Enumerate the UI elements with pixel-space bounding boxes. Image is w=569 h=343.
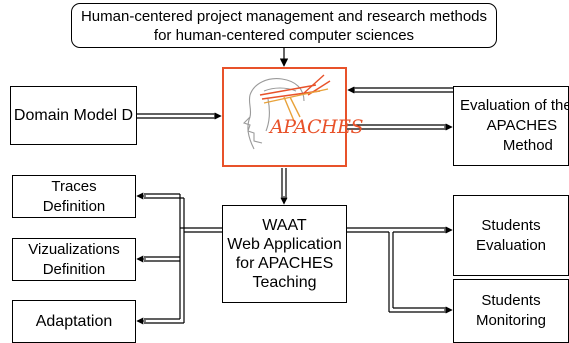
arrow-evaluation-to-apaches (347, 86, 453, 94)
methods-header-line1: Human-centered project management and re… (80, 7, 488, 25)
arrow-waat-to-definitions (136, 192, 222, 325)
students-evaluation-line2: Evaluation (475, 236, 547, 254)
students-monitoring-box: Students Monitoring (453, 279, 569, 343)
arrow-apaches-to-evaluation (347, 123, 453, 131)
evaluation-line2: APACHES (486, 117, 558, 134)
arrow-waat-to-students (347, 226, 453, 314)
evaluation-line3: Method (502, 137, 553, 154)
traces-definition-box: Traces Definition (12, 175, 136, 218)
waat-line3: for APACHES (235, 255, 334, 272)
waat-line1: WAAT (262, 217, 307, 234)
waat-box: WAAT Web Application for APACHES Teachin… (222, 205, 347, 303)
apaches-head-logo (242, 74, 331, 150)
apaches-logo-text: APACHES (270, 116, 363, 138)
traces-line1: Traces (51, 177, 97, 195)
students-evaluation-box: Students Evaluation (453, 195, 569, 276)
methods-header-box: Human-centered project management and re… (71, 3, 497, 48)
students-monitoring-line2: Monitoring (475, 312, 547, 329)
arrow-apaches-to-waat (280, 168, 288, 205)
arrow-domain-to-apaches (137, 112, 222, 120)
waat-line2: Web Application (227, 236, 342, 253)
methods-header-line2: for human-centered computer sciences (153, 26, 415, 44)
apaches-logo-box: APACHES (222, 67, 363, 167)
students-evaluation-line1: Students (481, 216, 541, 234)
vizualizations-line1: Vizualizations (28, 240, 120, 258)
adaptation-box: Adaptation (12, 300, 136, 343)
traces-line2: Definition (42, 197, 106, 215)
adaptation-label: Adaptation (35, 312, 113, 330)
evaluation-method-box: Evaluation of the APACHES Method (453, 86, 569, 166)
domain-model-box: Domain Model D (10, 86, 137, 145)
vizualizations-definition-box: Vizualizations Definition (12, 238, 136, 281)
waat-line4: Teaching (252, 274, 317, 291)
vizualizations-line2: Definition (42, 260, 106, 278)
domain-model-label: Domain Model D (13, 106, 134, 124)
evaluation-line1: Evaluation of the (460, 97, 569, 114)
students-monitoring-line1: Students (481, 292, 541, 309)
